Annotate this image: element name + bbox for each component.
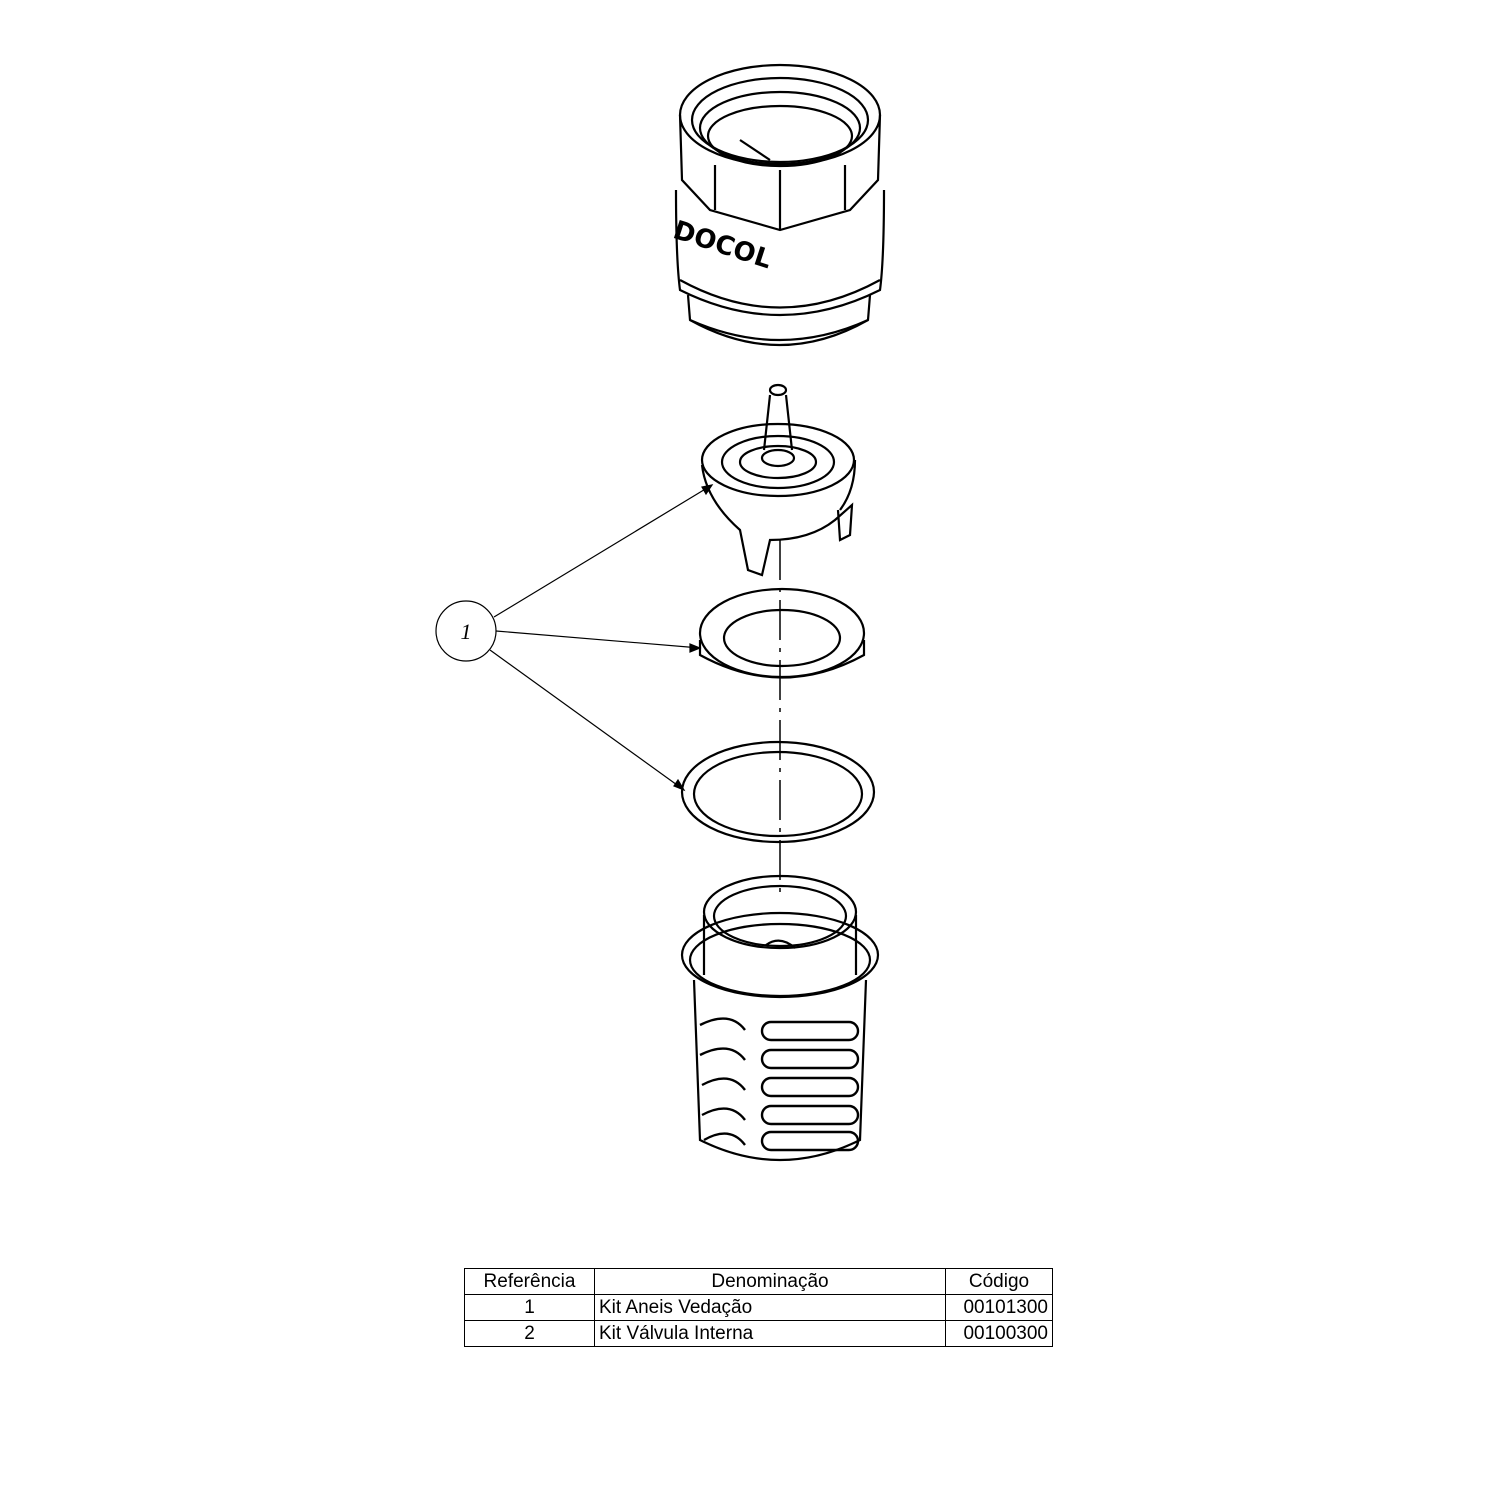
cell-reference: 1 bbox=[464, 1294, 595, 1321]
header-name: Denominação bbox=[594, 1268, 946, 1295]
internal-valve-part bbox=[700, 383, 857, 577]
filter-screen-part bbox=[680, 874, 880, 1162]
balloon-reference-1 bbox=[435, 484, 714, 792]
table-row: 2 Kit Válvula Interna 00100300 bbox=[464, 1320, 1053, 1347]
table-row: 1 Kit Aneis Vedação 00101300 bbox=[464, 1294, 1053, 1321]
o-ring-part bbox=[680, 740, 876, 844]
cell-code: 00100300 bbox=[945, 1320, 1053, 1347]
parts-list-table: Referência Denominação Código 1 Kit Anei… bbox=[464, 1268, 1053, 1347]
cell-code: 00101300 bbox=[945, 1294, 1053, 1321]
header-reference: Referência bbox=[464, 1268, 595, 1295]
header-code: Código bbox=[945, 1268, 1053, 1295]
valve-body-part: DOCOL bbox=[669, 63, 886, 347]
flat-washer-part bbox=[698, 587, 866, 679]
cell-name: Kit Válvula Interna bbox=[594, 1320, 946, 1347]
cell-name: Kit Aneis Vedação bbox=[594, 1294, 946, 1321]
cell-reference: 2 bbox=[464, 1320, 595, 1347]
balloon-label: 1 bbox=[461, 619, 472, 644]
exploded-view-drawing: DOCOL bbox=[435, 63, 886, 1162]
table-header-row: Referência Denominação Código bbox=[464, 1268, 1053, 1295]
